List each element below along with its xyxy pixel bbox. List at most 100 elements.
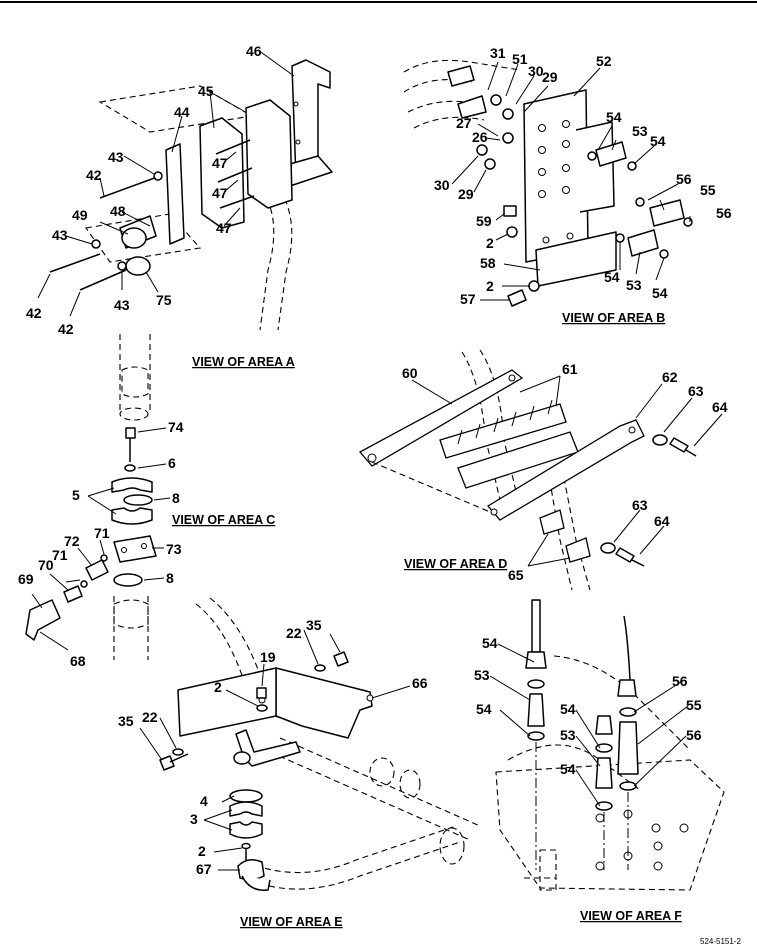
callout-70: 70	[38, 557, 54, 573]
view-area-d: 60 61 62 63 64 63 64 65 VIEW OF AREA D	[358, 349, 728, 591]
caption-view-area-d: VIEW OF AREA D	[404, 557, 507, 571]
caption-view-area-b: VIEW OF AREA B	[562, 311, 665, 325]
callout-2: 2	[198, 843, 206, 859]
callout-47: 47	[216, 220, 232, 236]
half-clamp-5b	[111, 507, 153, 525]
callout-42: 42	[86, 167, 102, 183]
view-area-b: 31 51 30 29 52 27 26 30 29 54 53 54 56 5…	[403, 45, 732, 325]
callout-29: 29	[542, 69, 558, 85]
callout-56: 56	[676, 171, 692, 187]
clamp-65a	[539, 509, 565, 535]
callout-59: 59	[476, 213, 492, 229]
callout-58: 58	[480, 255, 496, 271]
caption-view-area-f: VIEW OF AREA F	[580, 909, 682, 923]
strap-62	[487, 419, 645, 521]
callout-6: 6	[168, 455, 176, 471]
callout-53: 53	[560, 727, 576, 743]
callout-55: 55	[686, 697, 702, 713]
callout-54: 54	[606, 109, 622, 125]
mount-bracket-66	[275, 667, 373, 739]
callout-56: 56	[716, 205, 732, 221]
callout-35: 35	[118, 713, 134, 729]
callout-68: 68	[70, 653, 86, 669]
callout-63: 63	[688, 383, 704, 399]
half-clamp-3b	[229, 821, 263, 839]
callout-27: 27	[456, 115, 472, 131]
plate-44	[165, 143, 185, 245]
callout-48: 48	[110, 203, 126, 219]
view-area-a: 46 45 44 43 42 47 47 47 48 49 43 42 43 4…	[26, 43, 333, 369]
callout-22: 22	[142, 709, 158, 725]
callout-8: 8	[172, 490, 180, 506]
callout-43: 43	[108, 149, 124, 165]
clamp-half-45b	[199, 117, 245, 229]
callout-19: 19	[260, 649, 276, 665]
callout-67: 67	[196, 861, 212, 877]
adapter-73	[113, 535, 157, 563]
callout-56: 56	[686, 727, 702, 743]
figure-id: 524-5151-2	[700, 937, 741, 946]
callout-54: 54	[652, 285, 668, 301]
callout-53: 53	[474, 667, 490, 683]
callout-56: 56	[672, 673, 688, 689]
callout-47: 47	[212, 185, 228, 201]
callout-5: 5	[72, 487, 80, 503]
callout-57: 57	[460, 291, 476, 307]
clamp-half-45a	[245, 99, 293, 209]
callout-31: 31	[490, 45, 506, 61]
callout-72: 72	[64, 533, 80, 549]
view-area-e: 35 22 19 2 66 35 22 4 3 2 67 VIEW OF ARE…	[118, 597, 481, 929]
callout-45: 45	[198, 83, 214, 99]
callout-73: 73	[166, 541, 182, 557]
callout-49: 49	[72, 207, 88, 223]
fitting-53a	[527, 693, 545, 727]
callout-54: 54	[560, 701, 576, 717]
callout-62: 62	[662, 369, 678, 385]
fitting-53b	[595, 757, 613, 789]
callout-44: 44	[174, 104, 190, 120]
callout-52: 52	[596, 53, 612, 69]
callout-53: 53	[626, 277, 642, 293]
callout-54: 54	[650, 133, 666, 149]
callout-43: 43	[114, 297, 130, 313]
callout-71: 71	[94, 525, 110, 541]
callout-74: 74	[168, 419, 184, 435]
half-clamp-5a	[111, 477, 153, 493]
callout-54: 54	[604, 269, 620, 285]
callout-64: 64	[654, 513, 670, 529]
half-clamp-3a	[229, 801, 263, 817]
callout-4: 4	[200, 793, 208, 809]
callout-46: 46	[246, 43, 262, 59]
callout-3: 3	[190, 811, 198, 827]
callout-30: 30	[528, 63, 544, 79]
callout-54: 54	[482, 635, 498, 651]
callout-42: 42	[26, 305, 42, 321]
caption-view-area-c: VIEW OF AREA C	[172, 513, 275, 527]
callout-29: 29	[458, 186, 474, 202]
caption-view-area-e: VIEW OF AREA E	[240, 915, 343, 929]
view-area-f: 54 56 53 55 54 54 56 53 54 VIEW OF AREA …	[474, 599, 725, 923]
caption-view-area-a: VIEW OF AREA A	[192, 355, 295, 369]
callout-51: 51	[512, 51, 528, 67]
callout-71: 71	[52, 547, 68, 563]
callout-65: 65	[508, 567, 524, 583]
callout-35: 35	[306, 617, 322, 633]
callout-42: 42	[58, 321, 74, 337]
callout-2: 2	[214, 679, 222, 695]
callout-54: 54	[476, 701, 492, 717]
callout-2: 2	[486, 235, 494, 251]
callout-8: 8	[166, 570, 174, 586]
callout-55: 55	[700, 182, 716, 198]
callout-54: 54	[560, 761, 576, 777]
callout-66: 66	[412, 675, 428, 691]
view-area-c: 74 6 5 8 71 72 73 70 71 8 69 68 VIEW OF …	[18, 334, 275, 669]
callout-47: 47	[212, 155, 228, 171]
callout-61: 61	[562, 361, 578, 377]
callout-2: 2	[486, 278, 494, 294]
fitting-55	[617, 721, 639, 775]
cushion-61a	[439, 403, 567, 459]
callout-64: 64	[712, 399, 728, 415]
callout-22: 22	[286, 625, 302, 641]
callout-53: 53	[632, 123, 648, 139]
